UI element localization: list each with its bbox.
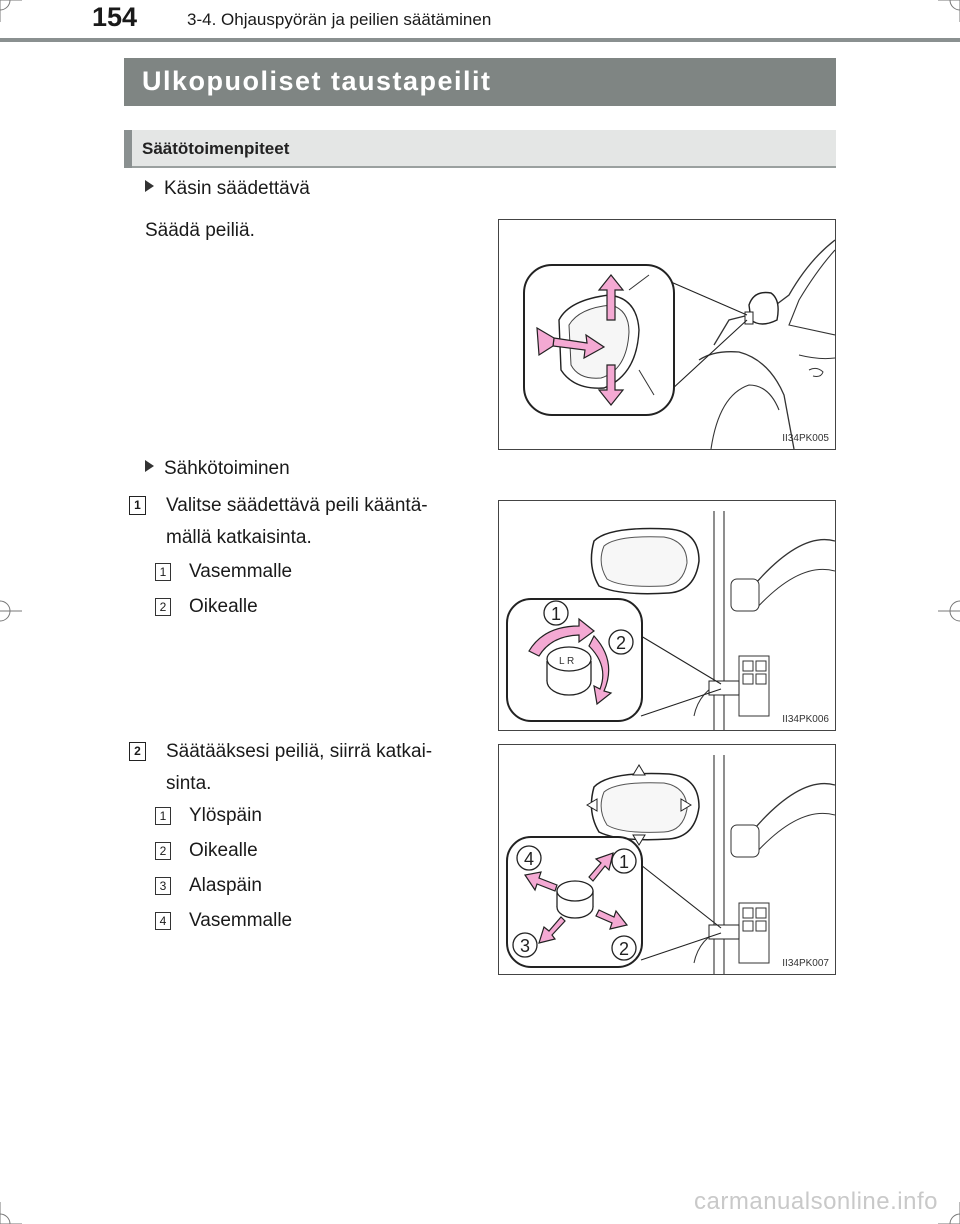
watermark: carmanualsonline.info: [694, 1188, 938, 1215]
crop-mark-bottom-right: [938, 1202, 960, 1224]
step-number-2: 2: [129, 742, 146, 761]
page-number: 154: [92, 2, 138, 32]
step2-item-3-label: Alaspäin: [189, 875, 262, 896]
callout-4: 4: [524, 849, 534, 869]
step2-item-1-number: 1: [155, 807, 171, 825]
step1-text: Valitse säädettävä peili kääntä- mällä k…: [166, 490, 476, 554]
figure-code: II34PK007: [782, 958, 829, 969]
bullet-manual: Käsin säädettävä: [145, 178, 310, 200]
callout-3: 3: [520, 936, 530, 956]
adjust-switch-illustration: 1 2 3 4: [506, 755, 835, 974]
figure-select-switch: L R 1 2 II34PK006: [498, 500, 836, 731]
figure-adjust-switch: 1 2 3 4 II34PK007: [498, 744, 836, 975]
chapter-title: 3-4. Ohjauspyörän ja peilien säätäminen: [187, 10, 492, 29]
figure-manual-mirror: II34PK005: [498, 219, 836, 450]
crop-mark-top-left: [0, 0, 22, 22]
figure-code: II34PK006: [782, 714, 829, 725]
step2-text-line2: sinta.: [166, 773, 212, 794]
section-title: Ulkopuoliset taustapeilit: [142, 66, 492, 96]
select-switch-illustration: L R 1 2: [506, 511, 835, 730]
step1-text-line2: mällä katkaisinta.: [166, 527, 312, 548]
step1-item-2-number: 2: [155, 598, 171, 616]
step2-item-2-number: 2: [155, 842, 171, 860]
header-rule: [0, 38, 960, 42]
step1-item-1-label: Vasemmalle: [189, 561, 293, 582]
crop-mark-top-right: [938, 0, 960, 22]
step2-item-2-label: Oikealle: [189, 840, 258, 861]
figure-code: II34PK005: [782, 433, 829, 444]
manual-mirror-illustration: [523, 239, 835, 449]
step1-text-line1: Valitse säädettävä peili kääntä-: [166, 495, 428, 516]
step1-item-2-label: Oikealle: [189, 596, 258, 617]
subheading-accent: [124, 130, 132, 168]
step2-item-4-label: Vasemmalle: [189, 910, 293, 931]
bullet-manual-label: Käsin säädettävä: [164, 178, 310, 199]
triangle-bullet-icon: [145, 180, 154, 192]
callout-1: 1: [551, 604, 561, 624]
step2-text-line1: Säätääksesi peiliä, siirrä katkai-: [166, 741, 433, 762]
step2-item-1-label: Ylöspäin: [189, 805, 262, 826]
callout-2: 2: [616, 633, 626, 653]
crop-mark-mid-left: [0, 600, 22, 622]
manual-instruction: Säädä peiliä.: [145, 220, 255, 241]
crop-mark-bottom-left: [0, 1202, 22, 1224]
subheading-band: Säätötoimenpiteet: [124, 130, 836, 168]
step2-text: Säätääksesi peiliä, siirrä katkai- sinta…: [166, 736, 476, 800]
crop-mark-mid-right: [938, 600, 960, 622]
step2-item-4-number: 4: [155, 912, 171, 930]
bullet-power: Sähkötoiminen: [145, 458, 290, 480]
section-title-band: Ulkopuoliset taustapeilit: [124, 58, 836, 106]
triangle-bullet-icon: [145, 460, 154, 472]
svg-text:L R: L R: [559, 656, 574, 667]
callout-1: 1: [619, 852, 629, 872]
step-number-1: 1: [129, 496, 146, 515]
subheading: Säätötoimenpiteet: [142, 139, 290, 158]
step1-item-1-number: 1: [155, 563, 171, 581]
step2-item-3-number: 3: [155, 877, 171, 895]
callout-2: 2: [619, 939, 629, 959]
bullet-power-label: Sähkötoiminen: [164, 458, 290, 479]
